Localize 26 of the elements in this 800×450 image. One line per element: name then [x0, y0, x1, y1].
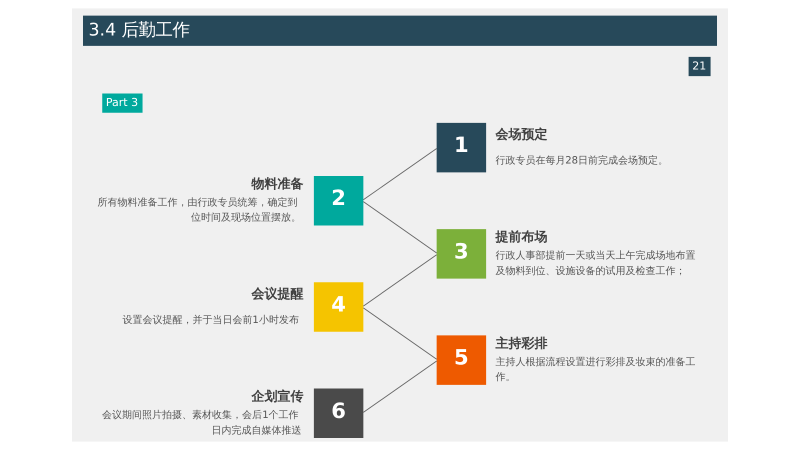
node-label: 企划宣传 [252, 390, 304, 405]
node-box: 2 [314, 176, 364, 226]
connector [362, 254, 438, 307]
connector [362, 148, 438, 200]
label: 21 [692, 59, 706, 72]
node-box: 1 [436, 122, 486, 172]
connector [362, 360, 438, 413]
connector [362, 307, 438, 360]
node-label: 物料准备 [252, 177, 304, 192]
node-label: 设置会议提醒，并于当日会前1小时发布 [122, 314, 299, 326]
node-label: 会议期间照片拍摄、素材收集，会后1个工作日内完成自媒体推送 [102, 410, 302, 436]
label: Part 3 [106, 96, 138, 109]
connector [362, 201, 438, 254]
node-label: 主持彩排 [495, 336, 548, 352]
diagram-title: 3.4 后勤工作 [88, 20, 190, 41]
node-label: 主持人根据流程设置进行彩排及妆束的准备工作。 [495, 356, 696, 384]
node-box: 6 [314, 388, 364, 438]
node-label: 会议提醒 [252, 287, 304, 302]
node-label: 行政人事部提前一天或当天上午完成场地布置及物料到位、设施设备的试用及检查工作； [495, 250, 696, 277]
node-label: 会场预定 [495, 128, 548, 143]
node-label: 提前布场 [495, 230, 548, 246]
node-label: 行政专员在每月28日前完成会场预定。 [495, 155, 668, 166]
node-box: 4 [314, 282, 364, 332]
node-box: 5 [436, 335, 486, 385]
node-label: 所有物料准备工作，由行政专员统筹，确定到位时间及现场位置摆放。 [98, 198, 302, 224]
node-box: 3 [436, 229, 486, 279]
